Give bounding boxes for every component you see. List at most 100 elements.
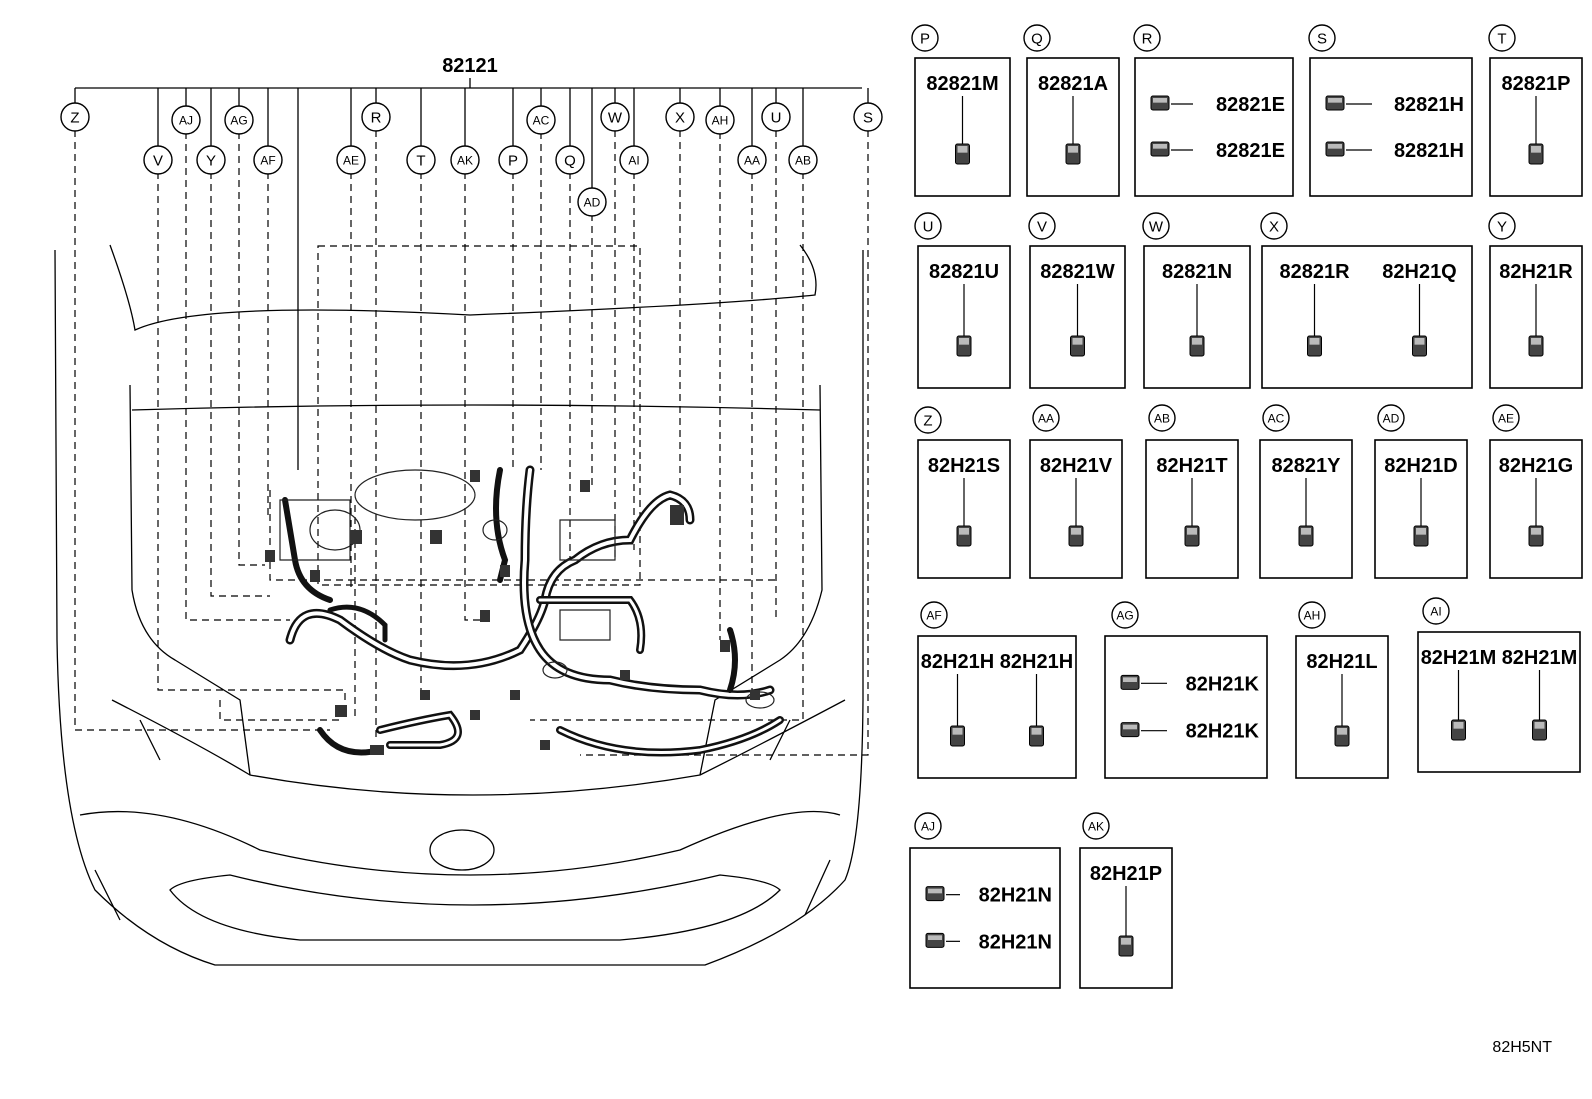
callout-circle: [1262, 404, 1290, 432]
callout-circle: [196, 145, 226, 175]
connector-icon: [956, 335, 972, 357]
callout-letter: T: [416, 152, 425, 169]
callout-circle: [1377, 404, 1405, 432]
part-number-label: 82H21K: [1186, 721, 1260, 743]
panel-callout-ac: AC: [1262, 404, 1290, 432]
callout-circle: [224, 105, 254, 135]
panel-callout-ab: AB: [1148, 404, 1176, 432]
callout-letter: W: [1149, 218, 1164, 235]
panel-frame: [1134, 57, 1294, 197]
callout-circle: [914, 406, 942, 434]
panel-frame: [1417, 631, 1581, 773]
panel-callout-z: Z: [914, 406, 942, 434]
callout-letter: AH: [712, 113, 729, 127]
callout-circle: [336, 145, 366, 175]
callout-circle: [761, 102, 791, 132]
part-number-label: 82H21G: [1499, 455, 1574, 477]
callout-circle: [665, 102, 695, 132]
connector-icon: [1120, 722, 1140, 738]
callout-letter: AB: [1154, 411, 1170, 425]
callout-letter: AD: [584, 195, 601, 209]
callout-circle: [911, 24, 939, 52]
callout-w: W: [600, 102, 630, 132]
callout-letter: AK: [457, 153, 473, 167]
panel-frame: [1309, 57, 1473, 197]
detail-panel-ak: AK 82H21P: [1079, 812, 1173, 989]
engine-components: [279, 469, 775, 709]
callout-v: V: [143, 145, 173, 175]
connector-icon: [1068, 525, 1084, 547]
callout-letter: R: [371, 109, 382, 126]
panel-frame: [1104, 635, 1268, 779]
panel-callout-ad: AD: [1377, 404, 1405, 432]
panel-callout-w: W: [1142, 212, 1170, 240]
part-number-label: 82H21P: [1090, 863, 1162, 885]
connector-icon: [1150, 141, 1170, 157]
callout-letter: Z: [923, 412, 932, 429]
callout-circle: [1082, 812, 1110, 840]
panel-callout-aj: AJ: [914, 812, 942, 840]
part-number-label: 82H21R: [1499, 261, 1573, 283]
panel-callout-u: U: [914, 212, 942, 240]
connector-icon: [1325, 141, 1345, 157]
connector-icon: [1189, 335, 1205, 357]
callout-letter: AF: [260, 153, 275, 167]
panel-callout-ak: AK: [1082, 812, 1110, 840]
callout-circle: [737, 145, 767, 175]
connector-icon: [956, 525, 972, 547]
connector-icon: [1150, 95, 1170, 111]
callout-circle: [143, 145, 173, 175]
callout-circle: [450, 145, 480, 175]
callout-ai: AI: [619, 145, 649, 175]
part-number-label: 82H21M: [1421, 647, 1497, 669]
callout-letter: AF: [926, 608, 941, 622]
connector-icon: [1325, 95, 1345, 111]
callout-u: U: [761, 102, 791, 132]
panel-frame: [917, 635, 1077, 779]
callout-circle: [1492, 404, 1520, 432]
part-number-label: 82821A: [1038, 73, 1108, 95]
callout-letter: V: [153, 152, 163, 169]
callout-circle: [853, 102, 883, 132]
part-number-label: 82821H: [1394, 94, 1464, 116]
callout-ag: AG: [224, 105, 254, 135]
detail-panel-p: P 82821M: [911, 24, 1011, 197]
callout-circle: [406, 145, 436, 175]
callout-circle: [619, 145, 649, 175]
panel-callout-y: Y: [1488, 212, 1516, 240]
callout-letter: AA: [744, 153, 760, 167]
callout-letter: AA: [1038, 411, 1054, 425]
part-number-label: 82821W: [1040, 261, 1115, 283]
callout-leader-lines: [74, 78, 869, 470]
callout-aa: AA: [737, 145, 767, 175]
part-number-label: 82H21D: [1384, 455, 1457, 477]
panel-callout-aa: AA: [1032, 404, 1060, 432]
panel-callout-p: P: [911, 24, 939, 52]
connector-icon: [925, 886, 945, 902]
callout-circle: [253, 145, 283, 175]
callout-s: S: [853, 102, 883, 132]
callout-letter: S: [863, 109, 873, 126]
callout-circle: [920, 601, 948, 629]
callout-circle: [60, 102, 90, 132]
connector-icon: [1120, 674, 1140, 690]
harness-connectors: [265, 470, 760, 755]
part-number-label: 82821M: [926, 73, 998, 95]
callout-letter: V: [1037, 218, 1047, 235]
callout-letter: AC: [1268, 411, 1285, 425]
detail-panel-ad: AD 82H21D: [1374, 404, 1468, 579]
engine-wire-harness: [282, 465, 784, 757]
callout-circle: [1142, 212, 1170, 240]
callout-circle: [171, 105, 201, 135]
part-number-label: 82H21N: [979, 885, 1052, 907]
detail-panels: P82821MQ82821AR82821E82821ES82821H82821H…: [909, 24, 1583, 989]
part-number-label: 82821P: [1502, 73, 1571, 95]
